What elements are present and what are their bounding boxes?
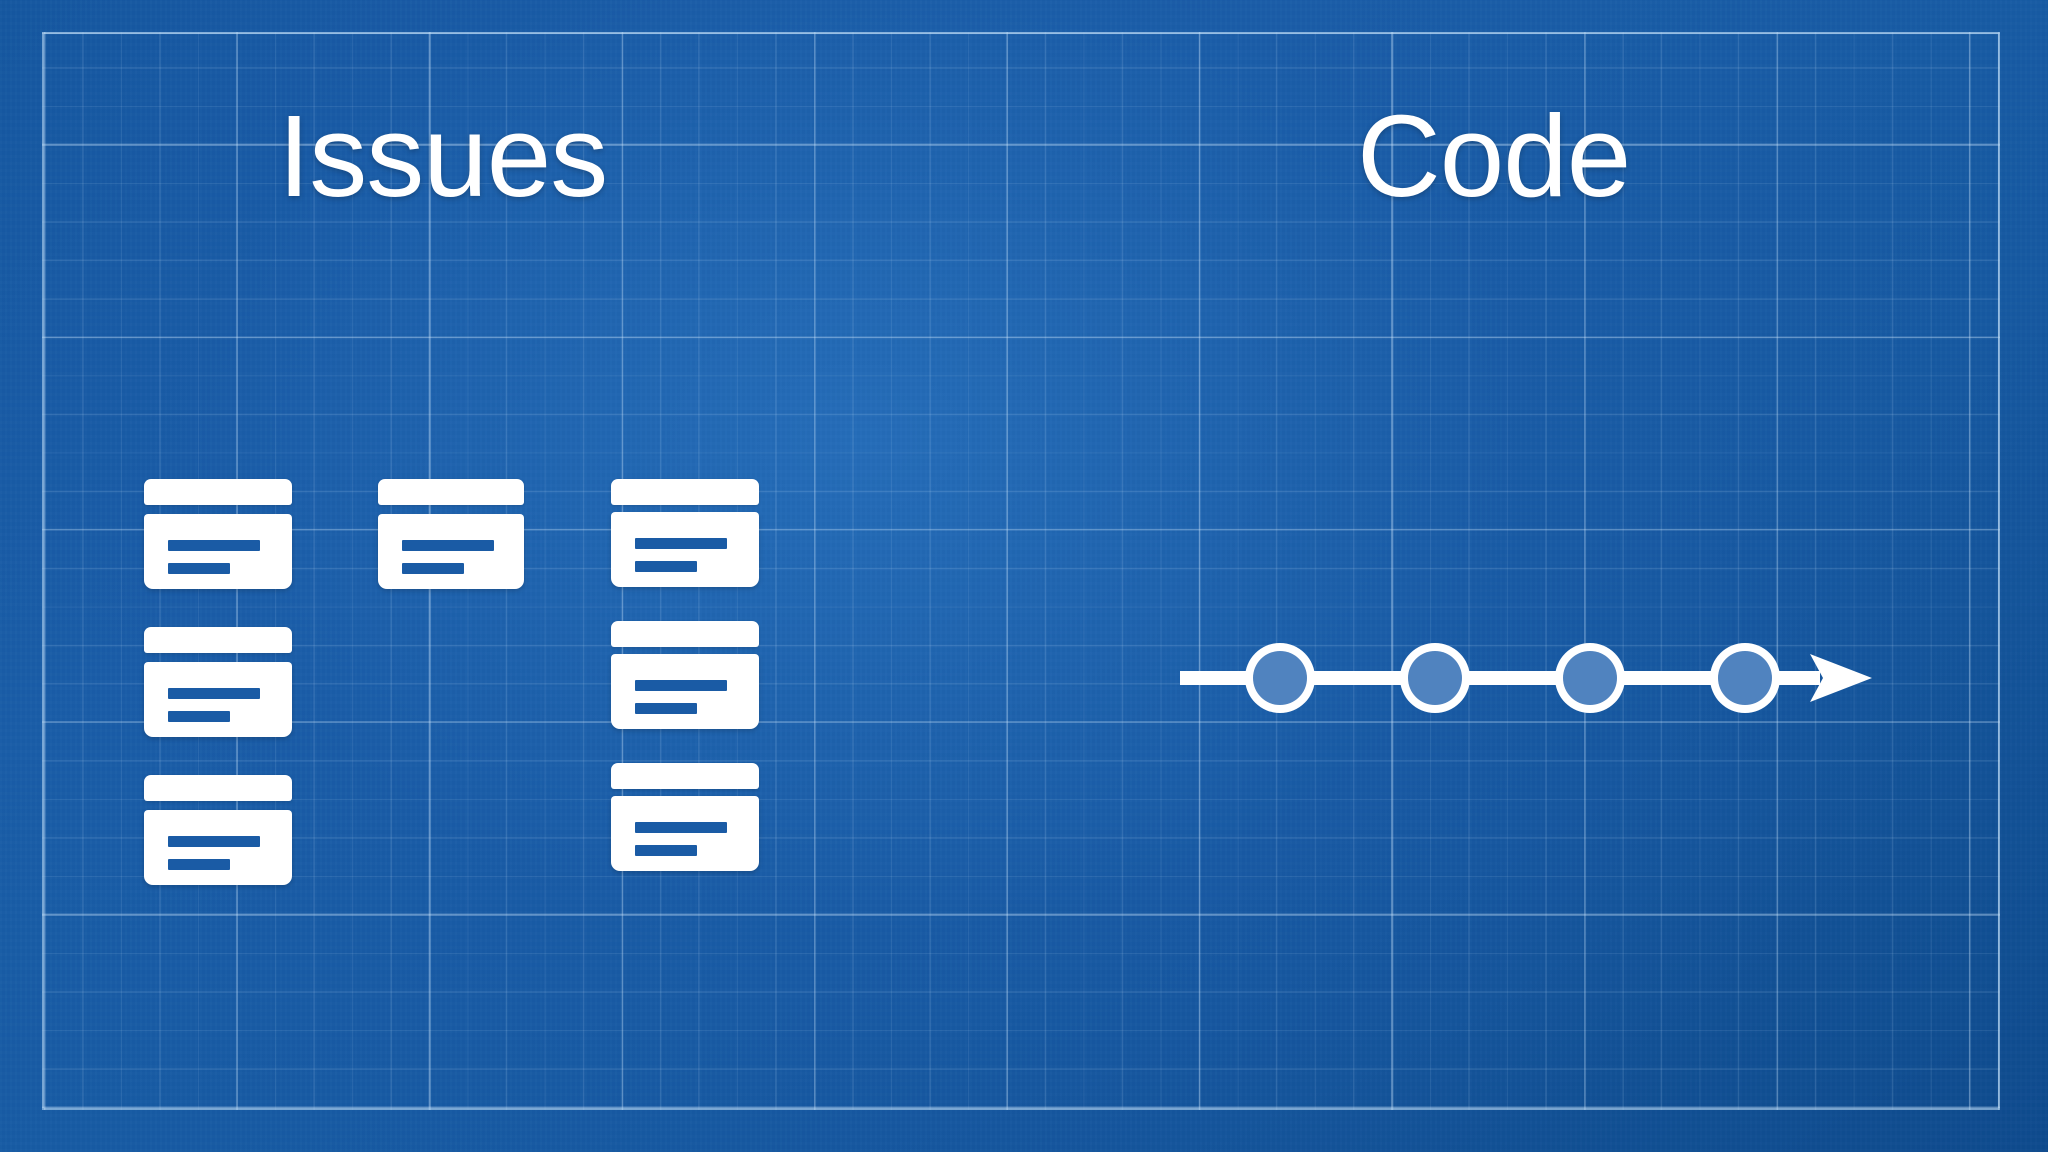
issue-card-header — [144, 627, 292, 653]
issue-card[interactable] — [611, 479, 759, 587]
issue-card-body — [611, 512, 759, 587]
issue-column-2 — [378, 479, 524, 589]
issue-card[interactable] — [144, 479, 292, 589]
issue-card-body — [144, 662, 292, 737]
timeline-arrowhead-icon — [1810, 654, 1872, 702]
panel-title-code: Code — [1357, 91, 1631, 221]
issue-card-body — [611, 796, 759, 871]
issue-card-body — [144, 514, 292, 589]
commit-node-2[interactable] — [1400, 643, 1470, 713]
issue-card-line-secondary — [635, 845, 697, 856]
issue-card-header — [144, 479, 292, 505]
commit-timeline — [1180, 628, 1900, 728]
issue-column-3 — [611, 479, 759, 905]
issue-card[interactable] — [611, 763, 759, 871]
issue-card-line-secondary — [168, 563, 230, 574]
issue-card-body — [611, 654, 759, 729]
issue-card-line-secondary — [635, 703, 697, 714]
issue-card-header — [611, 479, 759, 505]
timeline-axis-line — [1180, 671, 1820, 685]
commit-node-4[interactable] — [1710, 643, 1780, 713]
issue-card-line-secondary — [635, 561, 697, 572]
issue-card-line-primary — [635, 538, 727, 549]
issue-card-body — [378, 514, 524, 589]
issue-card[interactable] — [611, 621, 759, 729]
issue-card-line-secondary — [168, 711, 230, 722]
issue-card-line-secondary — [168, 859, 230, 870]
commit-node-1[interactable] — [1245, 643, 1315, 713]
issue-card-line-primary — [635, 822, 727, 833]
commit-node-3[interactable] — [1555, 643, 1625, 713]
issue-card-line-primary — [402, 540, 494, 551]
issue-card-header — [611, 763, 759, 789]
issue-card-line-secondary — [402, 563, 464, 574]
issue-column-1 — [144, 479, 292, 885]
issue-card-header — [144, 775, 292, 801]
issue-card[interactable] — [144, 775, 292, 885]
issue-card-header — [611, 621, 759, 647]
issue-card-line-primary — [635, 680, 727, 691]
blueprint-grid-frame — [42, 32, 2000, 1110]
issue-card-line-primary — [168, 688, 260, 699]
issue-card[interactable] — [144, 627, 292, 737]
issue-card-line-primary — [168, 836, 260, 847]
issue-card-body — [144, 810, 292, 885]
issue-card-line-primary — [168, 540, 260, 551]
issue-card[interactable] — [378, 479, 524, 589]
panel-title-issues: Issues — [278, 91, 608, 221]
issue-card-header — [378, 479, 524, 505]
